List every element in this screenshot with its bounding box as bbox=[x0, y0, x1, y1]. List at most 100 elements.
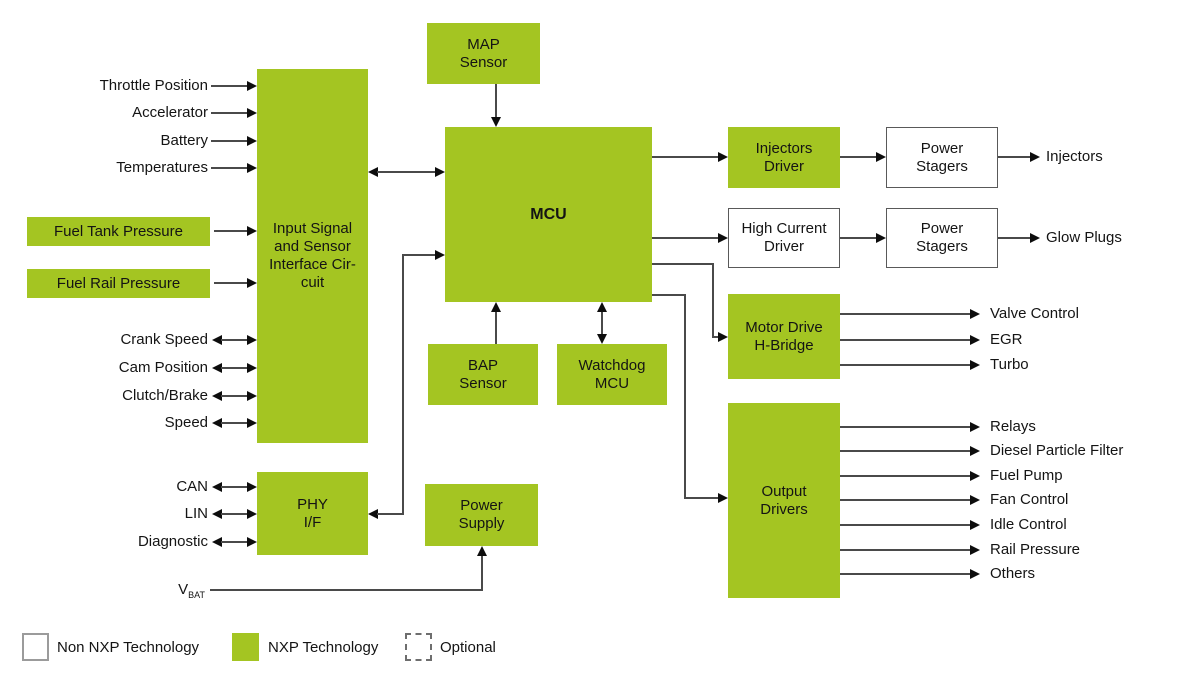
block-motor-drive-h-bridge: Motor Drive H-Bridge bbox=[728, 294, 840, 379]
arrowhead-down bbox=[491, 117, 501, 127]
connector-watchdog-mcu bbox=[601, 312, 603, 334]
connector-line bbox=[840, 573, 971, 575]
connector-mcu-output-drivers bbox=[652, 294, 686, 296]
legend-label-optional: Optional bbox=[440, 639, 496, 656]
arrowhead-right bbox=[718, 233, 728, 243]
arrowhead-right bbox=[247, 335, 257, 345]
connector-line bbox=[221, 486, 248, 488]
arrowhead-right bbox=[876, 152, 886, 162]
arrowhead-right bbox=[247, 136, 257, 146]
connector-line bbox=[840, 524, 971, 526]
signal-label-diagnostic: Diagnostic bbox=[137, 533, 208, 550]
arrowhead-left bbox=[368, 167, 378, 177]
connector-line bbox=[221, 541, 248, 543]
arrowhead-right bbox=[1030, 233, 1040, 243]
arrowhead-left bbox=[212, 509, 222, 519]
output-label-rail-pressure: Rail Pressure bbox=[990, 541, 1081, 558]
arrowhead-right bbox=[247, 537, 257, 547]
block-label: High Current Driver bbox=[741, 220, 827, 255]
arrowhead-right bbox=[718, 493, 728, 503]
output-label-valve-control: Valve Control bbox=[990, 305, 1079, 322]
arrowhead-right bbox=[718, 332, 728, 342]
signal-label-crank-speed: Crank Speed bbox=[120, 331, 208, 348]
block-fuel-rail-pressure: Fuel Rail Pressure bbox=[27, 269, 210, 298]
legend-swatch-nxp bbox=[232, 633, 259, 661]
output-label-idle-control: Idle Control bbox=[990, 516, 1067, 533]
output-label-glow-plugs: Glow Plugs bbox=[1046, 229, 1122, 246]
block-output-drivers: Output Drivers bbox=[728, 403, 840, 598]
connector-map-to-mcu bbox=[495, 84, 497, 117]
connector-mcu-output-drivers bbox=[684, 294, 686, 498]
block-mcu: MCU bbox=[445, 127, 652, 302]
arrowhead-right bbox=[970, 545, 980, 555]
output-label-relays: Relays bbox=[990, 418, 1036, 435]
signal-label-lin: LIN bbox=[184, 505, 208, 522]
connector-mcu-motor-drive bbox=[652, 263, 714, 265]
output-label-fan-control: Fan Control bbox=[990, 491, 1069, 508]
arrowhead-right bbox=[247, 278, 257, 288]
input-label-throttle-position: Throttle Position bbox=[99, 77, 208, 94]
block-fuel-tank-pressure: Fuel Tank Pressure bbox=[27, 217, 210, 246]
arrowhead-right bbox=[247, 418, 257, 428]
arrowhead-left bbox=[212, 335, 222, 345]
block-label: Power Stagers bbox=[916, 139, 968, 175]
input-label-accelerator: Accelerator bbox=[132, 104, 208, 121]
arrowhead-down bbox=[597, 334, 607, 344]
connector-mcu-output-drivers bbox=[684, 497, 720, 499]
arrowhead-right bbox=[970, 495, 980, 505]
connector-line bbox=[211, 167, 248, 169]
connector-bap-mcu bbox=[495, 312, 497, 344]
block-injectors-driver: Injectors Driver bbox=[728, 127, 840, 188]
block-high-current-driver: High Current Driver bbox=[728, 208, 840, 268]
connector-line bbox=[221, 513, 248, 515]
output-label-others: Others bbox=[990, 565, 1036, 582]
arrowhead-right bbox=[970, 360, 980, 370]
arrowhead-right bbox=[247, 81, 257, 91]
arrowhead-left bbox=[212, 363, 222, 373]
block-label: Output Drivers bbox=[760, 482, 808, 518]
legend-label-non-nxp: Non NXP Technology bbox=[57, 639, 200, 656]
arrowhead-right bbox=[1030, 152, 1040, 162]
legend-swatch-optional bbox=[405, 633, 432, 661]
connector-mcu-injectors-driver bbox=[652, 156, 718, 158]
arrowhead-right bbox=[970, 520, 980, 530]
arrowhead-right bbox=[247, 391, 257, 401]
connector-phy-mcu bbox=[402, 254, 436, 256]
connector-line bbox=[840, 499, 971, 501]
connector-line bbox=[211, 112, 248, 114]
block-label: Injectors Driver bbox=[755, 139, 813, 175]
output-label-injectors: Injectors bbox=[1046, 148, 1103, 165]
arrowhead-right bbox=[247, 482, 257, 492]
arrowhead-right bbox=[970, 446, 980, 456]
connector-line bbox=[840, 475, 971, 477]
arrowhead-right bbox=[247, 226, 257, 236]
connector-line bbox=[840, 339, 971, 341]
connector-stagers-glow-plugs bbox=[998, 237, 1031, 239]
block-input-signal-interface: Input Signal and Sensor Interface Cir- c… bbox=[257, 69, 368, 443]
arrowhead-right bbox=[970, 569, 980, 579]
arrowhead-right bbox=[970, 309, 980, 319]
connector-line bbox=[840, 450, 971, 452]
block-label: Fuel Tank Pressure bbox=[54, 222, 183, 240]
arrowhead-left bbox=[368, 509, 378, 519]
arrowhead-right bbox=[247, 509, 257, 519]
arrowhead-left bbox=[212, 482, 222, 492]
connector-phy-mcu bbox=[377, 513, 404, 515]
connector-line bbox=[840, 364, 971, 366]
block-label: Motor Drive H-Bridge bbox=[745, 318, 823, 354]
connector-stagers-injectors bbox=[998, 156, 1031, 158]
connector-line bbox=[211, 85, 248, 87]
connector-line bbox=[214, 282, 248, 284]
block-power-stagers-injectors: Power Stagers bbox=[886, 127, 998, 188]
connector-line bbox=[840, 426, 971, 428]
arrowhead-right bbox=[247, 108, 257, 118]
block-label: PHY I/F bbox=[297, 495, 328, 531]
block-power-supply: Power Supply bbox=[425, 484, 538, 546]
input-label-battery: Battery bbox=[160, 132, 208, 149]
connector-line bbox=[211, 140, 248, 142]
arrowhead-left bbox=[212, 391, 222, 401]
arrowhead-up bbox=[477, 546, 487, 556]
block-label: BAP Sensor bbox=[459, 356, 507, 392]
block-label: Power Supply bbox=[458, 497, 505, 532]
block-bap-sensor: BAP Sensor bbox=[428, 344, 538, 405]
